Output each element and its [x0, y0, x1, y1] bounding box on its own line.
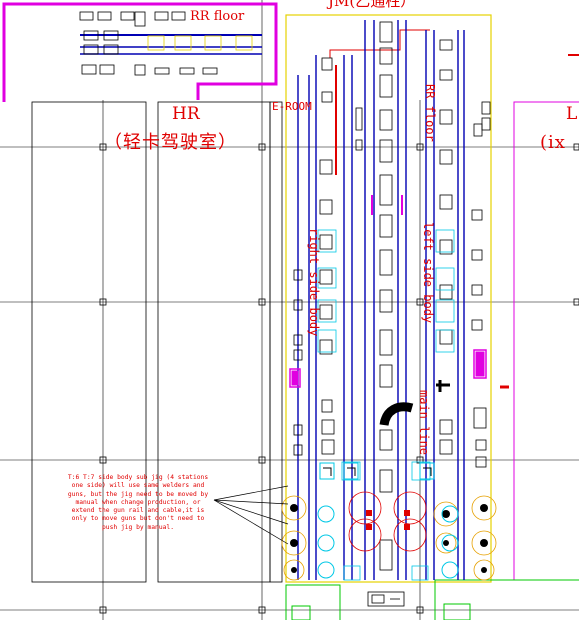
right-edge-label-l: L: [566, 104, 578, 124]
conveyor-lines: [297, 20, 465, 580]
main-line-jigs: [379, 21, 393, 571]
jm-route: [329, 29, 579, 389]
body-shop-area: [285, 14, 492, 583]
sub-jig-markers: [319, 462, 435, 480]
grid-nodes: [99, 143, 579, 614]
right-edge-label-ix: (ix: [540, 132, 566, 153]
rr-floor-equipment: [79, 11, 262, 76]
rr-floor-top-label: RR floor: [190, 9, 245, 24]
left-side-body-label: left side body: [421, 222, 435, 324]
floor-area: [285, 579, 579, 620]
pink-devices: [289, 195, 487, 388]
transfer-car: [367, 591, 405, 607]
hr-subtitle: （轻卡驾驶室）: [104, 132, 237, 153]
side-body-jigs: [293, 39, 491, 468]
right-side-body-label: right side body: [307, 228, 321, 337]
sub-jig-note: T:6 T:7 side body sub jig (4 stations on…: [67, 474, 209, 531]
main-line-loop: [436, 380, 450, 392]
robot-heads: [290, 504, 488, 573]
weld-points: [366, 510, 410, 530]
e-room-label: E-ROOM: [272, 100, 312, 113]
main-line-label: main line: [417, 390, 431, 456]
jm-label: JM(乙通柱）: [328, 0, 416, 10]
hr-label: HR: [172, 104, 200, 124]
area-boundary: [2, 2, 579, 580]
fixture-highlights: [317, 229, 455, 581]
hr-rooms: [31, 101, 283, 583]
cyan-robots: [317, 505, 459, 579]
bent-conveyor: [379, 402, 414, 426]
note-leaders: [213, 485, 289, 545]
rr-floor-vertical-label: RR floor: [423, 84, 437, 142]
